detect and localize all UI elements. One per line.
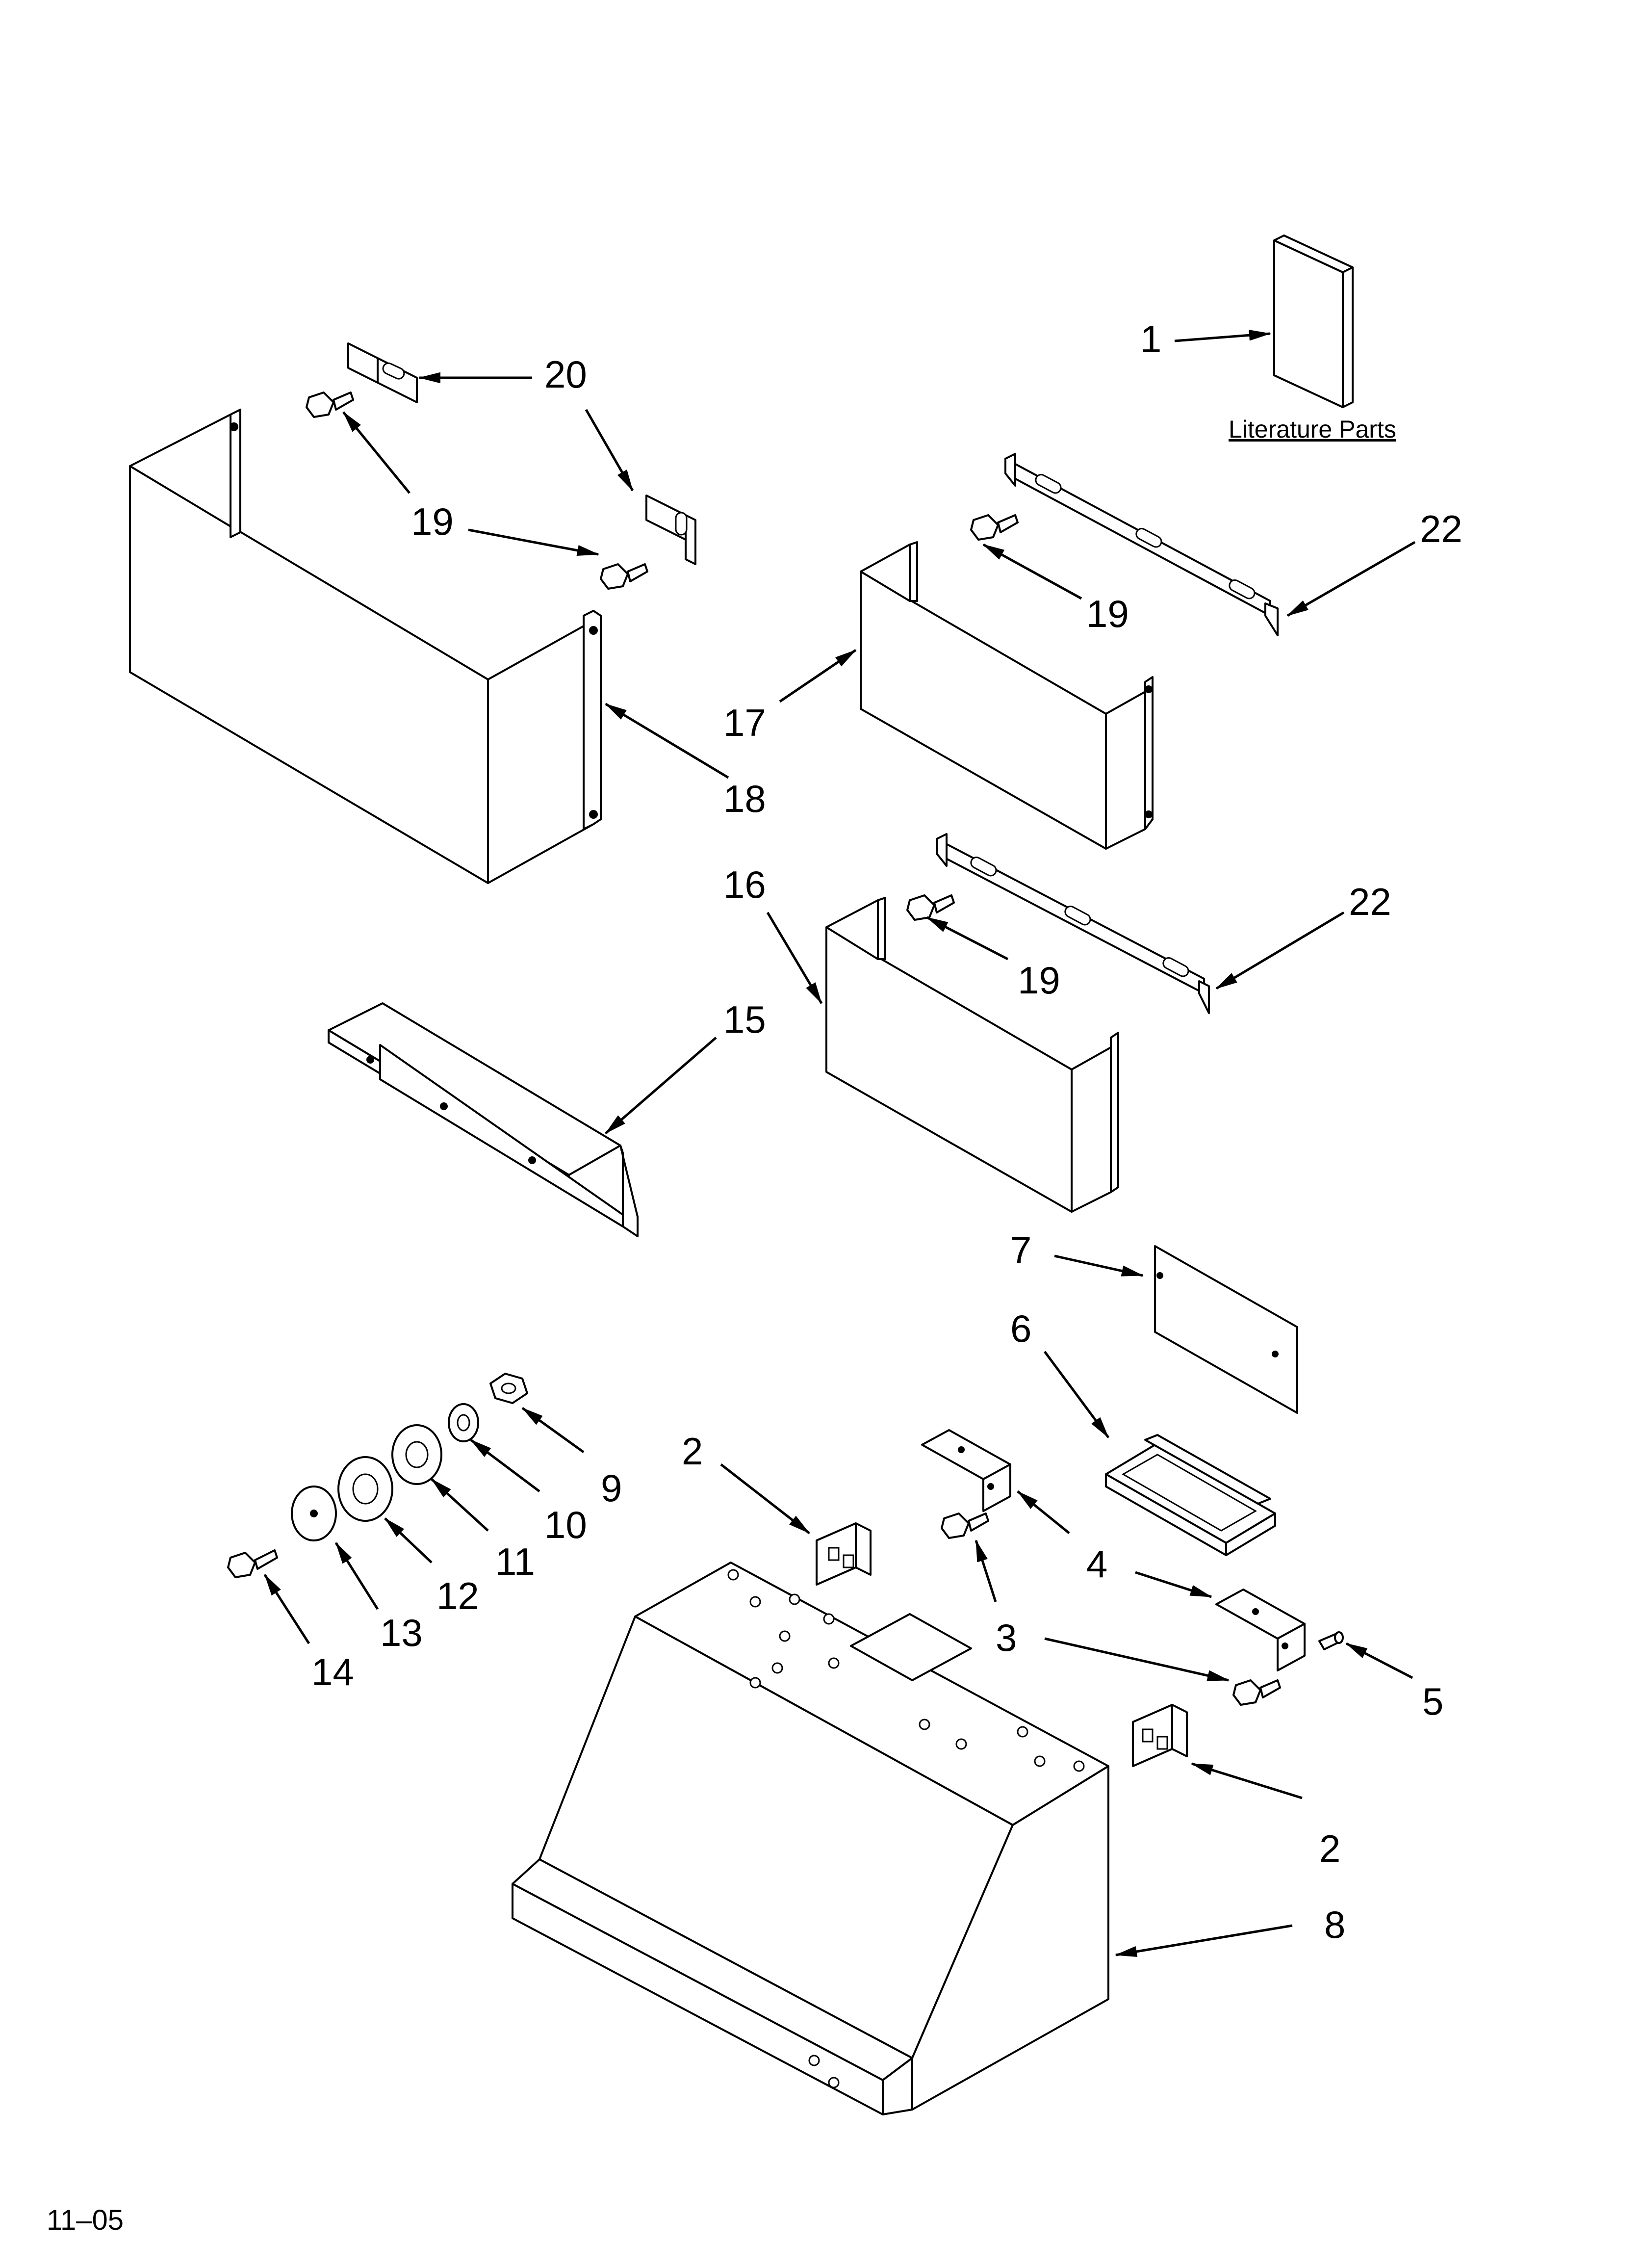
callout-15: 15 [723,998,766,1041]
pin-5 [1318,1631,1344,1650]
hood-body-8 [512,1562,1109,2115]
screw-3-upper [941,1512,989,1539]
mounting-clip-upper-right [645,495,696,565]
support-rail-lower [936,833,1210,1014]
callout-4: 4 [1086,1542,1107,1586]
bracket-2-lower [1132,1704,1188,1767]
callout-10: 10 [544,1503,587,1546]
screw-19-upper-left [306,391,354,418]
bracket-2-upper [816,1522,872,1586]
screw-19-upper-rail [970,514,1019,541]
nut-9 [489,1373,528,1404]
washer-13 [291,1486,337,1541]
callout-labels: 1 Literature Parts 20 19 22 19 17 18 16 … [47,317,1462,2236]
callout-14: 14 [311,1650,354,1694]
date-code: 11–05 [47,2204,124,2236]
callout-19-upper-right: 19 [1086,592,1129,635]
lamp-socket-4-upper [921,1429,1011,1512]
callout-17: 17 [723,701,766,744]
callout-7: 7 [1010,1228,1031,1272]
callout-1: 1 [1140,317,1161,361]
mounting-clip-upper-left [347,342,418,403]
screw-19-upper-middle [600,563,648,590]
spacer-12 [337,1456,393,1522]
leader-arrows [263,330,1416,1957]
support-rail-upper [1004,453,1279,636]
callout-22-upper: 22 [1420,507,1462,550]
light-housing-6 [1105,1434,1276,1556]
callout-18: 18 [723,777,766,820]
callout-2-lower: 2 [1319,1827,1340,1870]
callout-6: 6 [1010,1307,1031,1350]
callout-5: 5 [1422,1680,1443,1723]
washer-10 [448,1403,479,1442]
cover-plate-7 [1154,1245,1298,1414]
literature-booklet [1273,235,1354,408]
callout-3: 3 [996,1616,1017,1659]
callout-13: 13 [380,1611,423,1654]
channel-bracket-15 [328,1002,639,1237]
callout-9: 9 [601,1466,622,1510]
screw-3-lower [1232,1679,1281,1706]
callout-20: 20 [544,353,587,396]
screw-19-lower-rail [906,894,955,921]
lamp-socket-4-lower [1215,1589,1306,1671]
duct-cover-16 [825,897,1119,1213]
literature-parts-label: Literature Parts [1229,416,1396,443]
screw-14 [227,1549,278,1578]
callout-22-lower: 22 [1349,880,1391,923]
callout-2-upper: 2 [682,1430,703,1473]
callout-11: 11 [495,1540,535,1583]
grommet-11 [391,1424,442,1485]
callout-19-upper-left: 19 [411,500,454,543]
callout-12: 12 [436,1574,479,1617]
callout-16: 16 [723,863,766,906]
callout-8: 8 [1324,1903,1345,1946]
callout-19-lower: 19 [1018,959,1060,1002]
duct-cover-18 [129,409,602,884]
duct-cover-17 [860,541,1154,850]
